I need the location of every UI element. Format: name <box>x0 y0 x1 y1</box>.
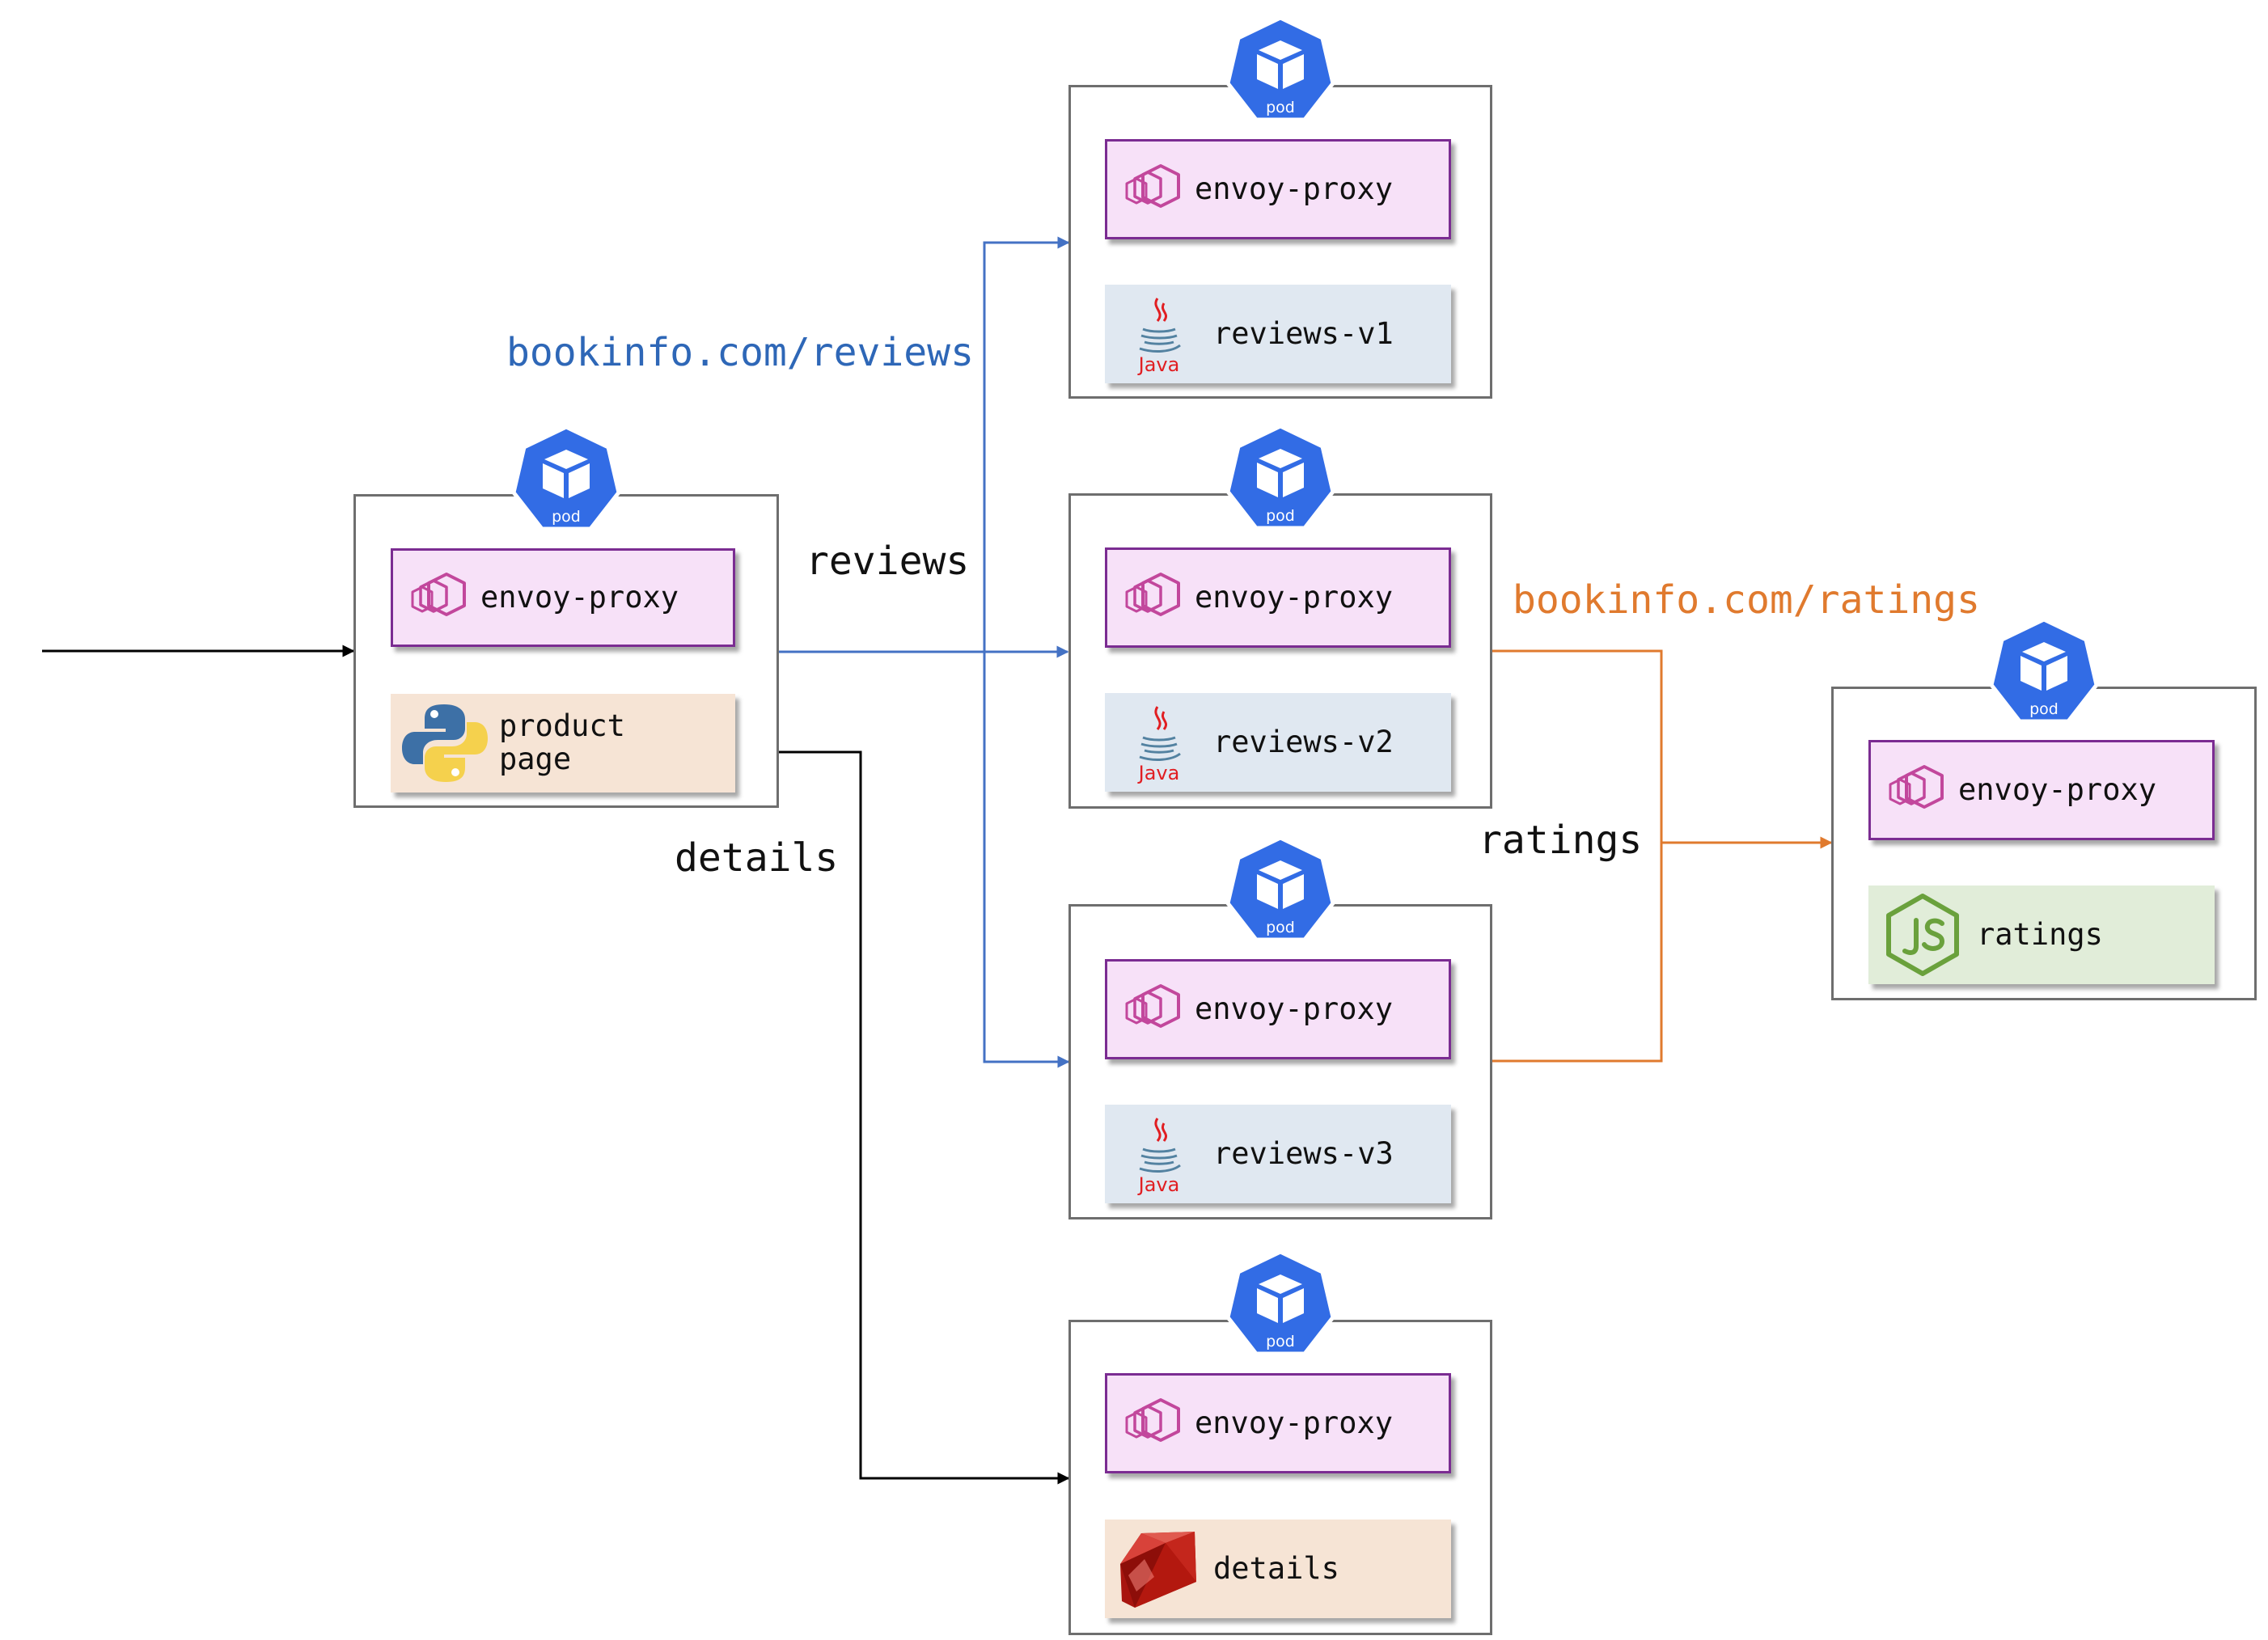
svg-text:Java: Java <box>1137 1173 1180 1196</box>
svg-text:pod: pod <box>1266 507 1295 525</box>
ratings-service-box: ratings <box>1868 886 2215 984</box>
proxy-label: envoy-proxy <box>1958 771 2157 807</box>
java-icon: Java <box>1105 292 1213 376</box>
ratings-host-label: bookinfo.com/ratings <box>1513 577 1980 623</box>
details-route-label: details <box>675 835 839 881</box>
java-icon: Java <box>1105 700 1213 784</box>
service-label: reviews-v3 <box>1213 1135 1394 1171</box>
proxy-label: envoy-proxy <box>1195 1405 1394 1440</box>
svg-text:pod: pod <box>1266 1333 1295 1350</box>
envoy-icon <box>1107 161 1195 218</box>
envoy-proxy-box: envoy-proxy <box>1105 959 1451 1059</box>
ratings-route-branch <box>1492 649 1663 1063</box>
ruby-icon <box>1105 1527 1213 1611</box>
service-label: reviews-v2 <box>1213 724 1394 759</box>
reviews-v2-service-box: Java reviews-v2 <box>1105 693 1451 792</box>
svg-text:pod: pod <box>1266 99 1295 116</box>
details-route-line <box>779 750 1070 1485</box>
reviews-v1-service-box: Java reviews-v1 <box>1105 285 1451 383</box>
pod-icon: pod <box>1220 13 1341 128</box>
proxy-label: envoy-proxy <box>1195 171 1394 206</box>
reviews-route-branch <box>983 236 1070 652</box>
reviews-route-branch <box>983 652 1070 1068</box>
service-label: reviews-v1 <box>1213 315 1394 351</box>
pod-icon: pod <box>1220 421 1341 536</box>
envoy-icon <box>1107 981 1195 1038</box>
java-icon: Java <box>1105 1112 1213 1196</box>
pod-icon: pod <box>1983 615 2105 729</box>
svg-text:Java: Java <box>1137 353 1180 376</box>
proxy-label: envoy-proxy <box>1195 579 1394 615</box>
envoy-proxy-box: envoy-proxy <box>1105 547 1451 648</box>
envoy-icon <box>1107 569 1195 626</box>
envoy-icon <box>1107 1395 1195 1452</box>
svg-text:pod: pod <box>1266 919 1295 936</box>
envoy-proxy-box: envoy-proxy <box>391 548 735 647</box>
svg-text:Java: Java <box>1137 762 1180 784</box>
nodejs-icon <box>1868 893 1977 977</box>
service-label: product page <box>499 708 625 776</box>
reviews-route-label: reviews <box>806 539 970 584</box>
envoy-proxy-box: envoy-proxy <box>1105 1373 1451 1473</box>
svg-text:pod: pod <box>552 508 581 526</box>
pod-icon: pod <box>1220 833 1341 948</box>
reviews-v3-service-box: Java reviews-v3 <box>1105 1105 1451 1203</box>
pod-icon: pod <box>1220 1247 1341 1362</box>
envoy-proxy-box: envoy-proxy <box>1868 740 2215 840</box>
ratings-route-label: ratings <box>1479 818 1643 863</box>
svg-text:pod: pod <box>2029 700 2059 718</box>
pod-icon: pod <box>506 422 627 537</box>
service-label: details <box>1213 1550 1339 1586</box>
envoy-icon <box>1871 762 1958 818</box>
productpage-service-box: product page <box>391 694 735 793</box>
envoy-proxy-box: envoy-proxy <box>1105 139 1451 239</box>
proxy-label: envoy-proxy <box>480 579 679 615</box>
service-label: ratings <box>1977 916 2103 952</box>
reviews-host-label: bookinfo.com/reviews <box>506 330 974 375</box>
details-service-box: details <box>1105 1520 1451 1618</box>
envoy-icon <box>393 569 480 626</box>
proxy-label: envoy-proxy <box>1195 991 1394 1026</box>
python-icon <box>391 701 499 785</box>
